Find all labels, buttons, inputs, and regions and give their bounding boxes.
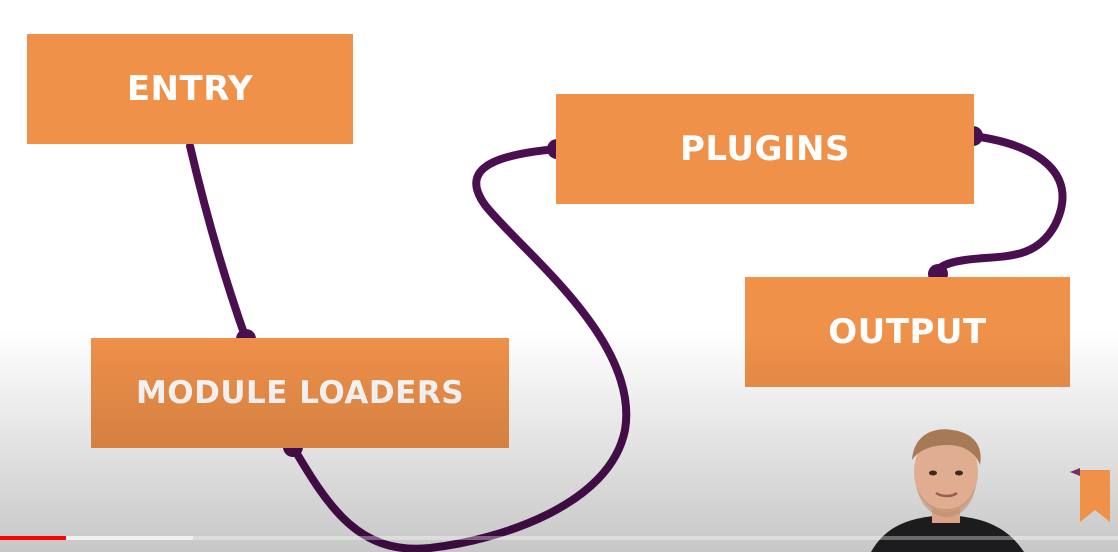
entry-label: ENTRY bbox=[126, 69, 254, 109]
video-progress-bar[interactable] bbox=[0, 536, 1118, 540]
progress-played bbox=[0, 536, 66, 540]
progress-buffered bbox=[0, 536, 194, 540]
output-box: OUTPUT bbox=[745, 277, 1070, 387]
connector-plugins-to-output bbox=[933, 132, 1067, 279]
module-loaders-label: MODULE LOADERS bbox=[135, 375, 465, 411]
bookmark-logo-icon bbox=[1070, 468, 1110, 522]
presenter-webcam bbox=[871, 429, 1024, 552]
module-loaders-box: MODULE LOADERS bbox=[91, 338, 509, 448]
plugins-box: PLUGINS bbox=[556, 94, 974, 204]
plugins-label: PLUGINS bbox=[680, 129, 850, 169]
connector-entry-to-loaders bbox=[186, 142, 250, 343]
connector-loaders-to-plugins bbox=[289, 145, 631, 552]
output-label: OUTPUT bbox=[828, 312, 987, 352]
entry-box: ENTRY bbox=[27, 34, 353, 144]
